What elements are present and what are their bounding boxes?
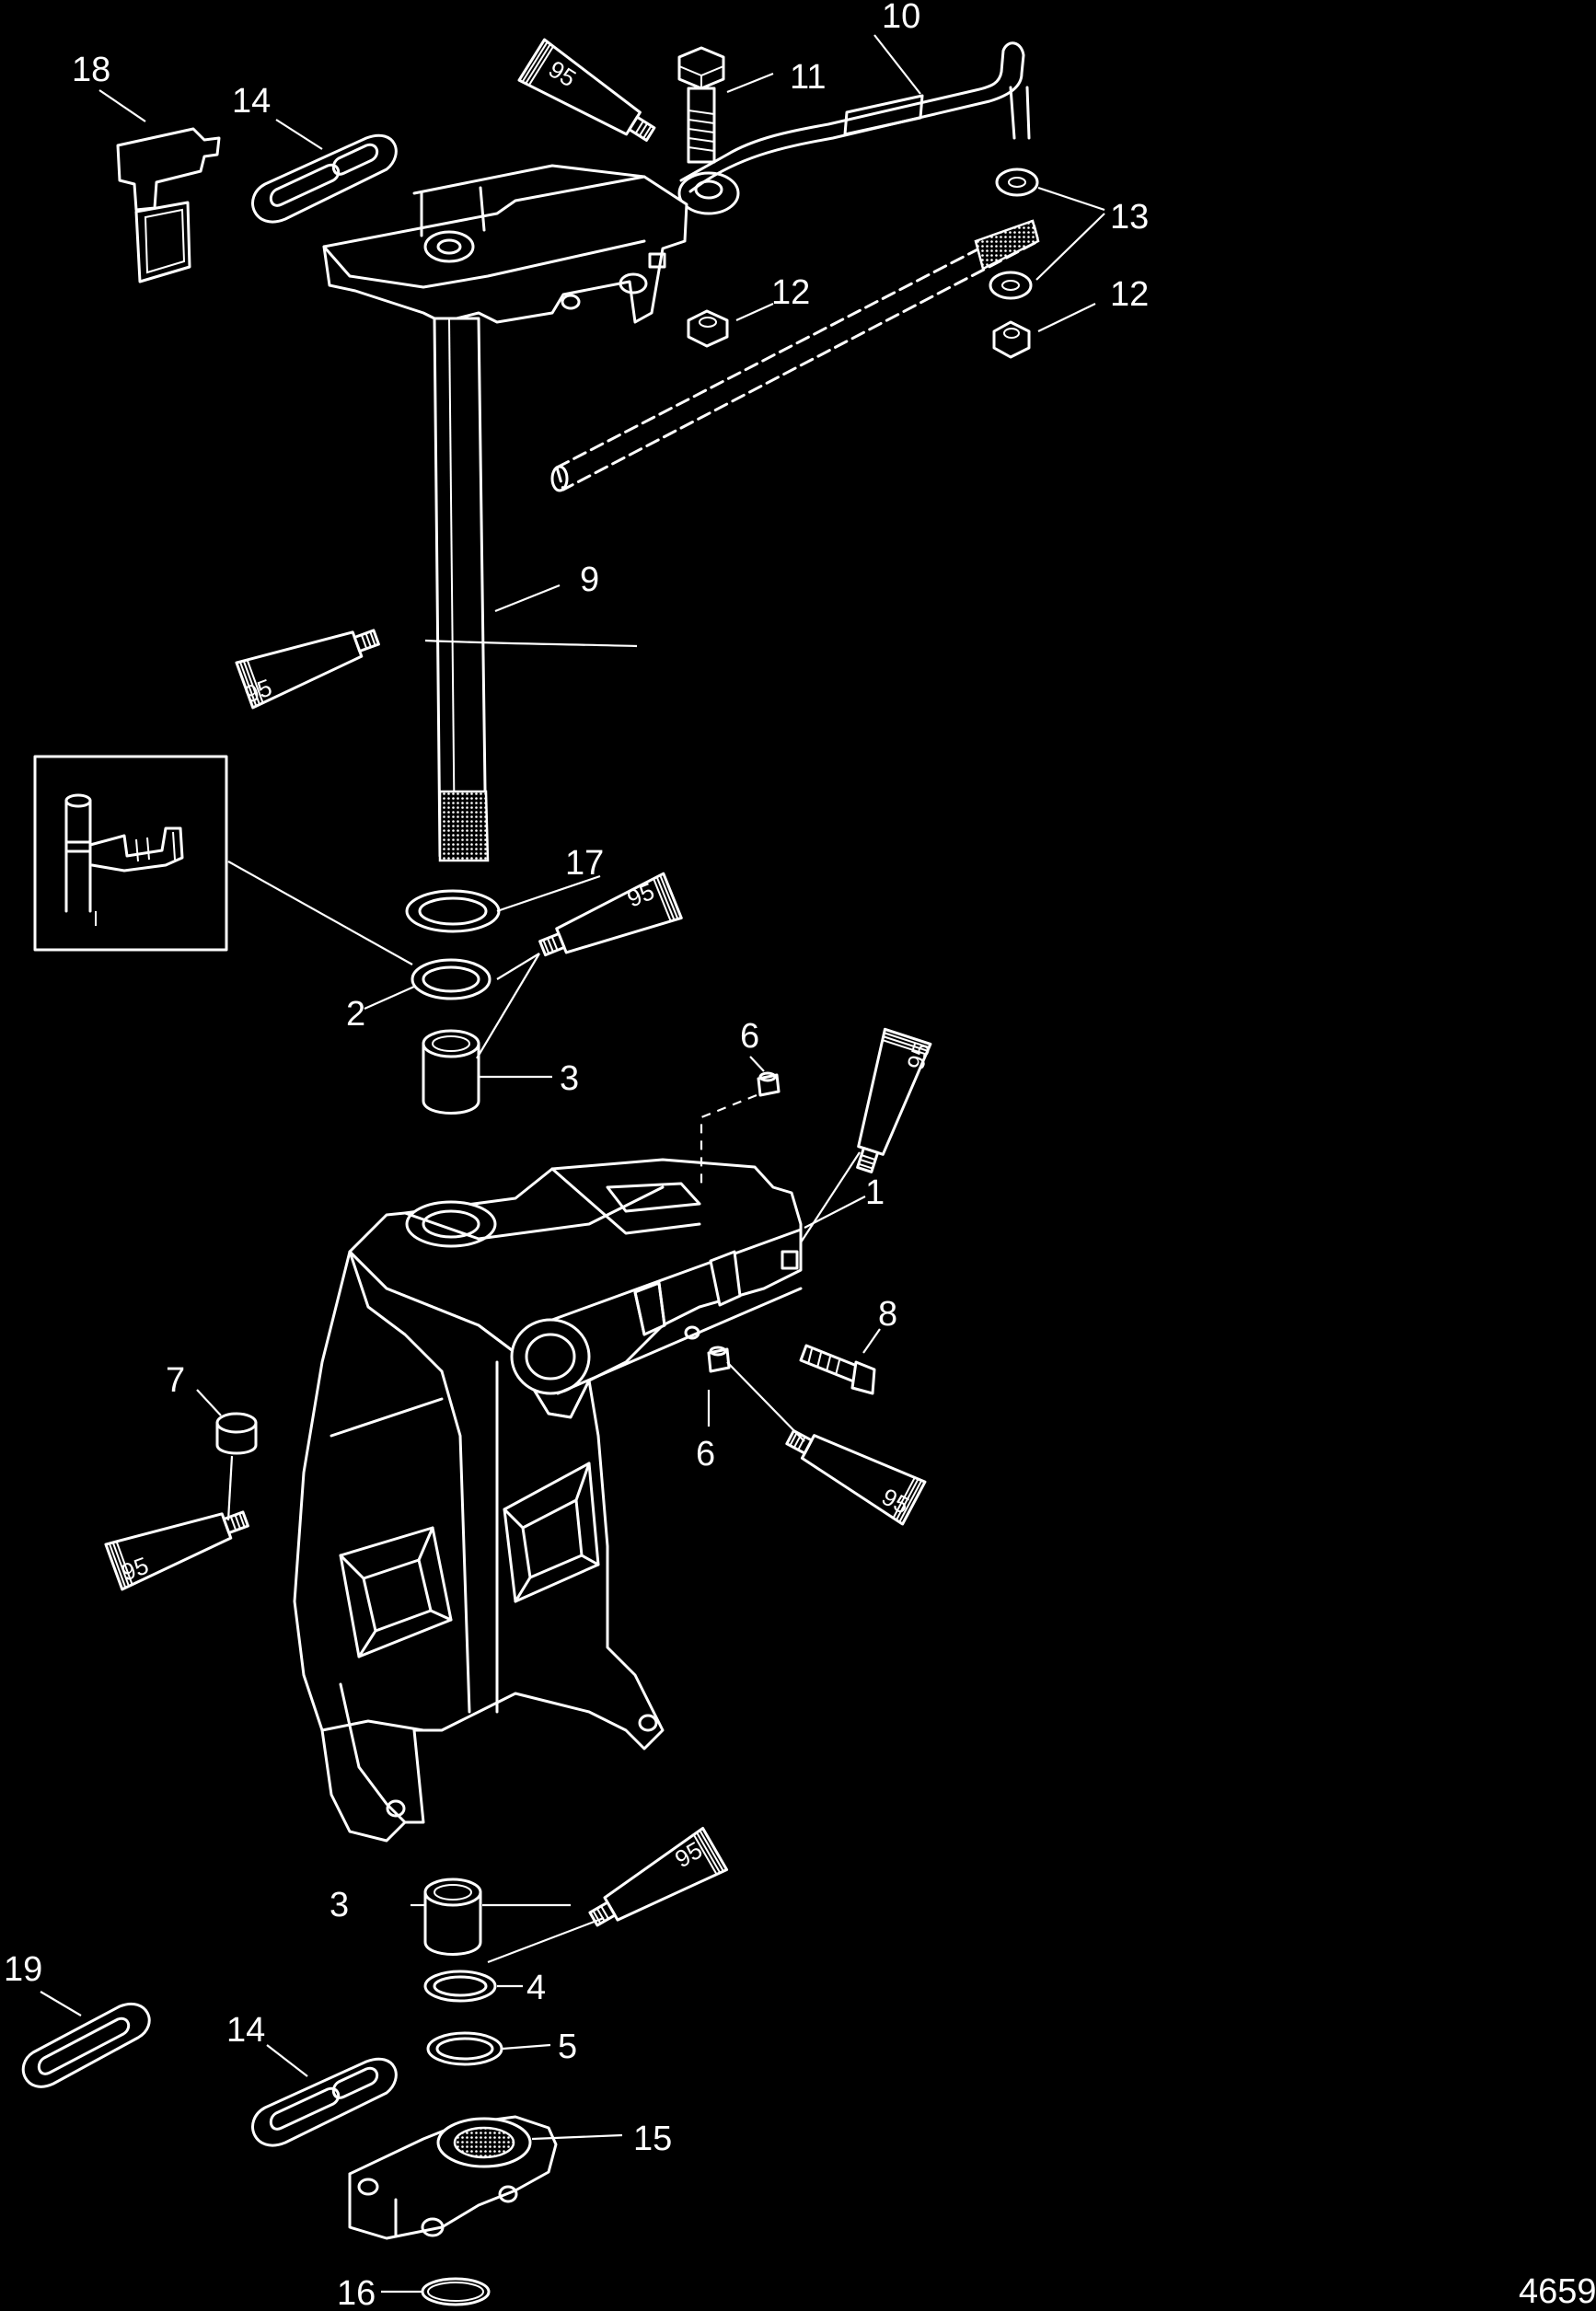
callout-17: 17 — [565, 844, 604, 883]
plate-19 — [21, 2003, 151, 2088]
callout-12: 12 — [1110, 275, 1149, 314]
callout-14: 14 — [226, 2011, 265, 2050]
steering-yoke — [348, 2115, 558, 2240]
callout-5: 5 — [558, 2028, 577, 2066]
callout-14: 14 — [232, 82, 271, 121]
leader-lines — [40, 34, 1105, 2294]
slotted-plate-top — [251, 133, 398, 224]
callout-8: 8 — [878, 1295, 897, 1334]
seal-rings-upper — [405, 889, 501, 1000]
bushing-lower — [423, 1878, 482, 1956]
callout-6: 6 — [740, 1017, 759, 1056]
bolt — [677, 46, 725, 164]
lubricant-tube — [532, 872, 683, 972]
lubricant-tube — [580, 1826, 729, 1942]
grease-fitting-upper — [757, 1071, 781, 1097]
callout-12: 12 — [771, 273, 810, 312]
callout-3: 3 — [330, 1886, 349, 1924]
callout-11: 11 — [790, 58, 826, 97]
bolt-8 — [799, 1344, 876, 1395]
lubricant-tube — [517, 38, 665, 156]
callout-16: 16 — [337, 2274, 376, 2311]
seal-rings-lower — [423, 1970, 503, 2066]
callout-9: 9 — [580, 560, 599, 599]
retaining-ring — [421, 2277, 491, 2306]
shift-link-rod — [677, 41, 1031, 215]
callout-4: 4 — [526, 1969, 546, 2007]
callout-13: 13 — [1110, 198, 1149, 237]
callout-labels: 18 14 10 11 13 12 12 9 17 2 3 6 1 8 6 7 … — [4, 0, 1596, 2311]
swivel-tube — [322, 164, 688, 862]
callout-3: 3 — [560, 1059, 579, 1098]
callout-18: 18 — [72, 51, 110, 89]
callout-10: 10 — [882, 0, 920, 36]
swivel-bracket — [293, 1158, 803, 1843]
callout-1: 1 — [865, 1173, 885, 1212]
callout-19: 19 — [4, 1950, 42, 1989]
shift-rod — [550, 219, 1040, 492]
callout-15: 15 — [633, 2120, 672, 2158]
bushing-7 — [215, 1412, 258, 1455]
washers-and-nuts-right — [989, 168, 1039, 359]
callout-2: 2 — [346, 995, 365, 1034]
bushing-upper — [422, 1029, 480, 1115]
slotted-plate-bottom — [251, 2057, 398, 2147]
grease-fitting-lower — [707, 1346, 731, 1373]
callout-7: 7 — [166, 1361, 185, 1400]
nut-center — [687, 309, 729, 348]
detail-inset — [33, 755, 228, 952]
anode-plate — [116, 127, 221, 283]
figure-number: 4659 — [1519, 2272, 1596, 2311]
callout-6: 6 — [696, 1435, 715, 1473]
